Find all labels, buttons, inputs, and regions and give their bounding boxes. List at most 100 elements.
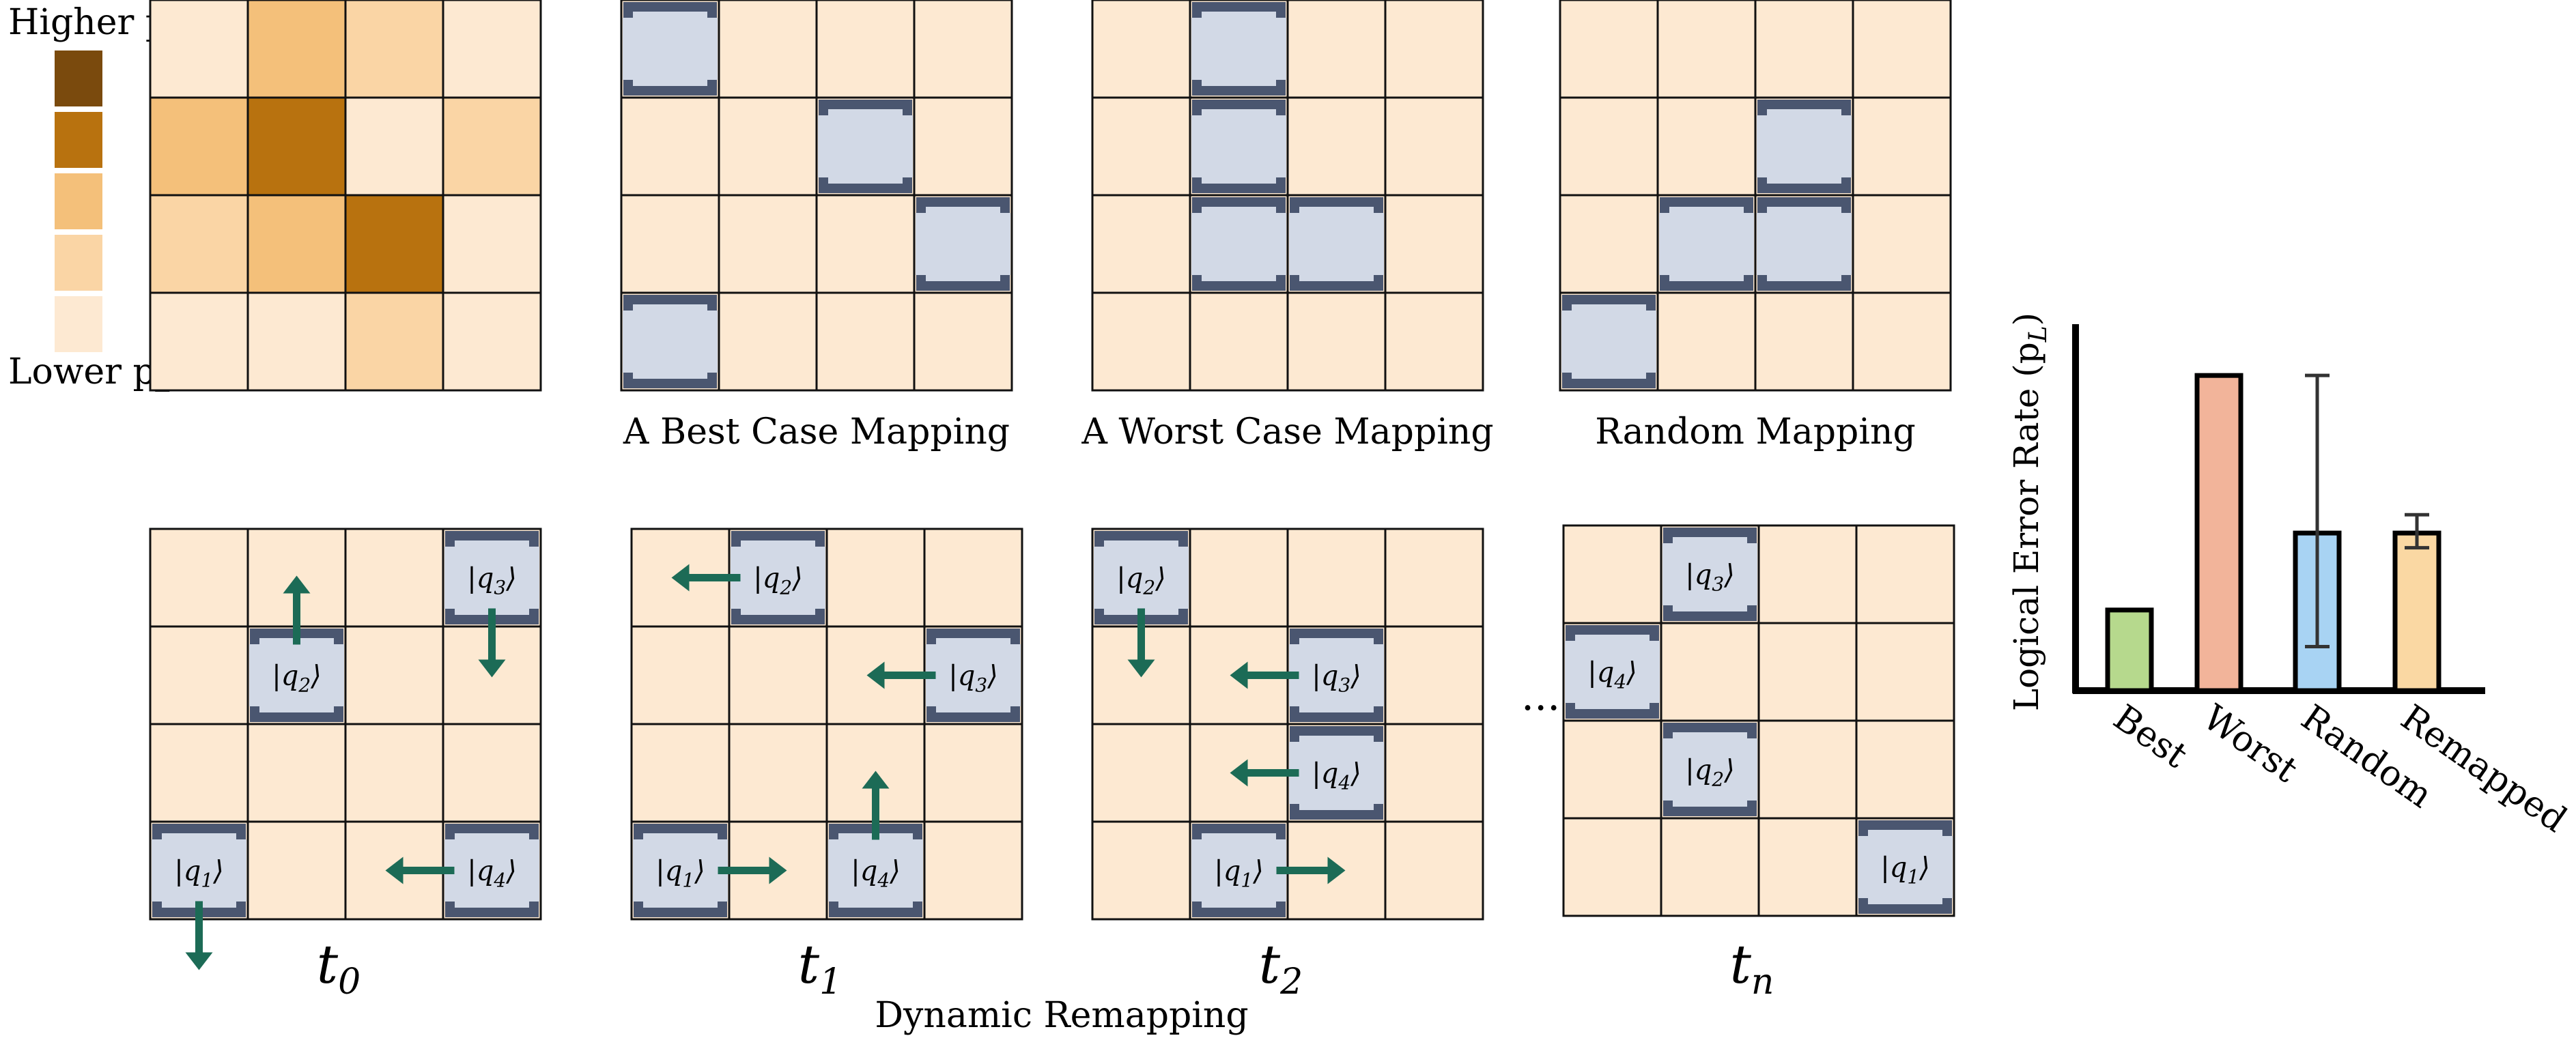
qubit-notch: [902, 115, 913, 177]
grid-cell: [1660, 817, 1760, 917]
grid-cell: [718, 0, 818, 99]
grid-cell: [718, 96, 818, 197]
qubit-tile: [1289, 197, 1384, 291]
qubit-box: [1757, 197, 1851, 291]
qubit-tile: |q2⟩: [249, 629, 344, 722]
mapping-caption: Random Mapping: [1595, 412, 1916, 452]
move-arrow-left: [866, 661, 936, 689]
grid-cell: [149, 96, 249, 197]
grid-cell: [344, 0, 444, 99]
qubit-tile: |q2⟩: [731, 531, 825, 624]
qubit-notch: [528, 547, 539, 609]
grid-cell: [1757, 622, 1858, 722]
step-label: t0: [317, 934, 360, 1003]
qubit-notch: [1645, 311, 1656, 373]
grid-cell: [1286, 96, 1387, 197]
qubit-notch: [1565, 641, 1576, 703]
qubit-notch: [1191, 18, 1202, 80]
legend-swatch: [55, 51, 102, 106]
qubit-box: [1290, 629, 1383, 722]
arrow-head: [1230, 661, 1248, 689]
move-arrow-left: [385, 856, 455, 884]
qubit-notch: [249, 644, 260, 706]
qubit-tile: |q1⟩: [152, 824, 246, 917]
qubit-tile: |q3⟩: [444, 531, 539, 624]
qubit-notch: [1373, 742, 1384, 804]
mapping-caption: A Worst Case Mapping: [1081, 412, 1493, 452]
grid-cell: [1855, 524, 1955, 624]
grid-cell: [344, 723, 444, 823]
qubit-tile: [1561, 295, 1656, 388]
qubit-box: [1757, 100, 1851, 193]
qubit-tile: [1757, 100, 1852, 193]
qubit-tile: |q1⟩: [1191, 824, 1286, 917]
qubit-notch: [1942, 836, 1953, 898]
move-arrow-down: [185, 901, 213, 970]
qubit-tile: |q4⟩: [1289, 726, 1384, 820]
qubit-notch: [1743, 213, 1754, 275]
grid-cell: [1757, 719, 1858, 820]
qubit-notch: [1373, 213, 1384, 275]
qubit-label: |q1⟩: [1880, 852, 1930, 889]
move-arrow-up: [862, 770, 890, 840]
move-arrow-left: [1230, 759, 1299, 787]
qubit-tile: |q4⟩: [444, 824, 539, 917]
qubit-tile: [916, 197, 1010, 291]
qubit-label: |q4⟩: [467, 856, 517, 892]
grid-cell: [1091, 820, 1191, 921]
qubit-box: [623, 295, 717, 388]
qubit-label: |q2⟩: [1116, 563, 1166, 599]
grid-cell: [718, 194, 818, 294]
qubit-notch: [707, 18, 718, 80]
qubit-box: [1192, 197, 1286, 291]
grid-cell: [1384, 820, 1484, 921]
qubit-notch: [1659, 213, 1670, 275]
qubit-notch: [1561, 311, 1572, 373]
qubit-label: |q2⟩: [753, 563, 803, 599]
qubit-notch: [1662, 543, 1673, 605]
arrow-head: [862, 770, 890, 789]
arrow-head: [671, 564, 690, 592]
qubit-box: [1192, 2, 1286, 96]
grid-cell: [1559, 0, 1659, 99]
x-tick-label: Worst: [2196, 697, 2305, 790]
grid-cell: [1562, 524, 1662, 624]
qubit-tile: [818, 100, 913, 193]
qubit-label: |q3⟩: [1685, 560, 1735, 596]
arrow-head: [866, 661, 885, 689]
qubit-tile: [1191, 100, 1286, 193]
qubit-notch: [1191, 213, 1202, 275]
qubit-notch: [1191, 115, 1202, 177]
grid-cell: [923, 723, 1023, 823]
qubit-notch: [623, 311, 634, 373]
qubit-notch: [1649, 641, 1660, 703]
qubit-label: |q2⟩: [272, 661, 322, 697]
grid-cell: [149, 0, 249, 99]
qubit-box: [623, 2, 717, 96]
qubit-notch: [1275, 115, 1286, 177]
grid-cell: [728, 625, 828, 725]
qubit-box: [1660, 197, 1753, 291]
move-arrow-right: [718, 856, 787, 884]
qubit-label: |q4⟩: [1312, 758, 1361, 794]
qubit-tile: |q4⟩: [828, 824, 923, 917]
grid-cell: [1855, 719, 1955, 820]
grid-cell: [1757, 817, 1858, 917]
remapping-caption: Dynamic Remapping: [875, 995, 1248, 1036]
grid-cell: [1286, 0, 1387, 99]
grid-cell: [1562, 817, 1662, 917]
qubit-notch: [1662, 738, 1673, 801]
arrow-head: [769, 856, 787, 884]
step-label: t1: [798, 934, 842, 1003]
qubit-tile: [623, 2, 718, 96]
arrow-head: [283, 575, 311, 594]
qubit-notch: [1275, 213, 1286, 275]
grid-cell: [620, 96, 720, 197]
qubit-notch: [236, 839, 246, 902]
arrow-head: [1327, 856, 1346, 884]
grid-cell: [246, 0, 347, 99]
grid-cell: [246, 291, 347, 392]
remap-step: |q1⟩ |q2⟩ |q3⟩ |q4⟩ t0: [149, 528, 542, 1003]
